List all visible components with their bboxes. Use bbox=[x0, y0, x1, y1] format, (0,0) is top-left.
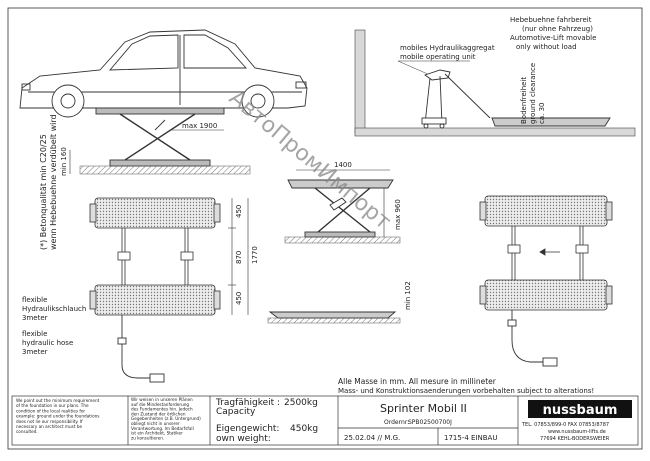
fine_print_left-line: We point out the minimum requirement bbox=[16, 398, 100, 403]
raised-lift-side bbox=[287, 179, 394, 238]
lift-under-car bbox=[95, 107, 225, 167]
capacity-label-en: Capacity bbox=[216, 407, 256, 417]
dim-min-160: min 160 bbox=[60, 147, 68, 176]
measure-note-1: Alle Masse in mm. All mesure in millinet… bbox=[338, 377, 497, 386]
dim-1400: 1400 bbox=[334, 161, 352, 169]
movable-en-1: Automotive-Lift movable bbox=[510, 34, 596, 42]
hose-note-5: hydraulic hose bbox=[22, 339, 73, 347]
hose-note-3: 3meter bbox=[22, 314, 48, 322]
lift-top-view-left bbox=[89, 197, 221, 316]
nussbaum-logo: nussbaum bbox=[528, 400, 632, 418]
product-name: Sprinter Mobil II bbox=[380, 402, 467, 415]
weight-label-de: Eigengewicht: bbox=[216, 424, 279, 434]
hose-note-6: 3meter bbox=[22, 348, 48, 356]
dim-1770: 1770 bbox=[251, 246, 259, 264]
movable-en-2: only without load bbox=[516, 43, 577, 51]
movable-de-1: Hebebuehne fahrbereit bbox=[510, 16, 592, 24]
movable-de-2: (nur ohne Fahrzeug) bbox=[522, 25, 593, 33]
dim-max-1900: max 1900 bbox=[182, 122, 217, 130]
dim-450-bottom: 450 bbox=[235, 292, 243, 305]
lowered-lift-side bbox=[491, 117, 611, 127]
hose-note-4: flexible bbox=[22, 330, 47, 338]
address-line-3: 77694 KEHL-BODERSWEIER bbox=[540, 436, 610, 442]
weight-label-en: own weight: bbox=[216, 434, 271, 444]
title-block bbox=[11, 395, 639, 446]
dim-max-960: max 960 bbox=[394, 199, 402, 230]
hydraulic-hose-right bbox=[507, 310, 558, 367]
fine_print_right-line: des Fundamentes hin. Jedoch bbox=[131, 407, 193, 412]
address-line-2: www.nussbaum-lifts.de bbox=[548, 429, 606, 435]
fine_print_left-line: of the foundation in our plans. The bbox=[16, 403, 89, 408]
watermark: АвтоПромИмпорт bbox=[224, 85, 395, 234]
ground-clearance-value: ca. 30 bbox=[538, 103, 546, 125]
address-line-1: TEL. 07853/899-0 FAX 07853/8787 bbox=[521, 422, 609, 428]
dim-870: 870 bbox=[235, 251, 243, 264]
concrete-note-line1: (*) Betonqualität min C20/25 bbox=[39, 134, 48, 250]
mobile-unit-de: mobiles Hydraulikaggregat bbox=[400, 44, 495, 52]
lift-top-view-right bbox=[479, 195, 613, 311]
foundation-1 bbox=[79, 165, 251, 175]
fine_print_left-line: necessary an architect must be bbox=[16, 424, 82, 429]
capacity-value: 2500kg bbox=[284, 398, 318, 408]
foundation-2 bbox=[284, 236, 401, 244]
order-value: SPB02500700J bbox=[408, 419, 452, 426]
drawing-date: 25.02.04 // M.G. bbox=[344, 434, 400, 442]
fine_print_right-line: Gegebenheiten (z.B. Untergrund) bbox=[131, 416, 201, 421]
hydraulic-hose-left bbox=[117, 315, 165, 383]
measure-note-2: Mass- und Konstruktionsaenderungen vorbe… bbox=[338, 387, 594, 395]
sheet-code: 1715-4 EINBAU bbox=[444, 434, 497, 442]
fine_print_right-line: ist ein Architekt, Statiker bbox=[131, 431, 183, 436]
lowered-lift-bottom bbox=[267, 311, 401, 324]
hose-note-1: flexible bbox=[22, 296, 47, 304]
car-side-view bbox=[19, 29, 308, 118]
fine_print_right-line: Wir weisen in unseren Plänen bbox=[131, 397, 193, 402]
order-label: Ordernr: bbox=[384, 419, 409, 426]
fine_print_left-line: consulted. bbox=[16, 429, 38, 434]
brand-name: nussbaum bbox=[543, 403, 618, 418]
fine_print_right-line: obliegt nicht in unserer bbox=[131, 421, 180, 426]
sheet-border bbox=[7, 7, 643, 450]
concrete-note-line2: wenn Hebebuehne verdübelt wird bbox=[49, 114, 58, 250]
fine_print_right-line: Verantwortung. Im Bedarfsfall bbox=[131, 426, 194, 431]
hose-note-2: Hydraulikschlauch bbox=[22, 305, 86, 313]
wall-and-floor bbox=[354, 29, 636, 137]
mobile-operating-unit bbox=[421, 69, 491, 129]
capacity-label-de: Tragfähigkeit : bbox=[215, 398, 280, 408]
fine_print_right-line: auf die Mindestanforderung bbox=[131, 402, 189, 407]
weight-value: 450kg bbox=[290, 424, 318, 434]
fine_print_left-line: does not lie our responsibility. If bbox=[16, 419, 83, 424]
ground-clearance-en: ground clearance bbox=[529, 63, 537, 124]
mobile-unit-en: mobile operating unit bbox=[400, 53, 476, 61]
fine_print_left-line: condition of the local realities for bbox=[16, 408, 85, 413]
fine_print_right-line: zu konsultieren. bbox=[131, 435, 164, 440]
fine_print_right-line: den Zustand der örtlichen bbox=[131, 411, 186, 416]
fine_print_left-line: example: ground under the foundations bbox=[16, 414, 99, 419]
top-view-dim-lines bbox=[228, 198, 249, 315]
dim-min-102: min 102 bbox=[404, 281, 412, 310]
ground-clearance-de: Bodenfreiheit bbox=[520, 77, 528, 124]
dim-450-top: 450 bbox=[235, 205, 243, 218]
